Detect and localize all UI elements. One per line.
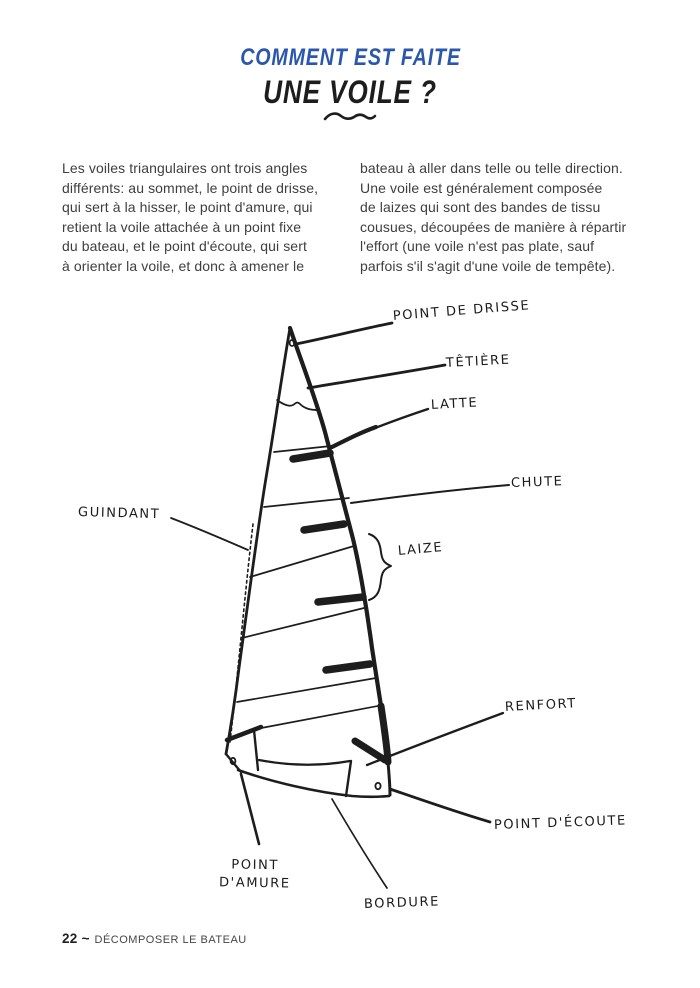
intro-line: cousues, découpées de manière à répartir xyxy=(360,218,627,235)
label-chute: CHUTE xyxy=(510,474,564,491)
head-grommet xyxy=(288,339,296,347)
intro-line: parfois s'il s'agit d'une voile de tempê… xyxy=(360,257,616,274)
sail-luff-edge xyxy=(224,326,292,756)
panel-seam xyxy=(241,607,365,639)
panel-seam xyxy=(273,445,332,453)
batten-bar xyxy=(289,449,334,463)
squiggle-stroke xyxy=(323,112,377,121)
label-point-d-amure-line2: D'AMURE xyxy=(218,874,291,891)
panel-seam xyxy=(263,497,350,508)
tack-grommet xyxy=(229,756,237,766)
batten-bar xyxy=(300,520,348,534)
intro-column-right: bateau à aller dans telle ou telle direc… xyxy=(360,159,626,277)
sail-foot-upper-line xyxy=(257,758,352,766)
headboard-seam xyxy=(276,399,319,411)
leader-point-d-ecoute xyxy=(388,787,492,824)
leader-chute xyxy=(350,484,510,504)
page-title-line1-text: COMMENT EST FAITE xyxy=(239,44,461,71)
title-underline-squiggle-icon xyxy=(323,112,377,121)
intro-line: Les voiles triangulaires ont trois angle… xyxy=(62,160,308,176)
page-title-line2: UNE VOILE ? xyxy=(0,74,700,111)
panel-seam xyxy=(249,545,355,578)
page-title-line2-text: UNE VOILE ? xyxy=(263,74,437,110)
label-point-d-amure-line1: POINT xyxy=(231,857,280,874)
sail-foot-lower-line xyxy=(236,768,391,799)
panel-seam xyxy=(255,704,384,730)
intro-column-left: Les voiles triangulaires ont trois angle… xyxy=(62,159,318,277)
leader-guindant xyxy=(170,517,249,551)
sail-luff-hatching xyxy=(229,523,254,743)
intro-line: retient la voile attachée à un point fix… xyxy=(62,218,302,235)
leader-renfort xyxy=(365,711,505,767)
tack-corner-edge xyxy=(224,752,243,774)
intro-line: de laizes qui sont des bandes de tissu xyxy=(360,199,601,216)
tack-patch-line xyxy=(252,728,260,772)
page-footer: 22 ~ DÉCOMPOSER LE BATEAU xyxy=(62,931,247,946)
leader-tetiere xyxy=(306,363,447,390)
leader-latte-thick xyxy=(329,424,379,450)
leader-point-d-amure xyxy=(239,772,261,846)
intro-line: Une voile est généralement composée xyxy=(360,179,603,196)
clew-grommet xyxy=(374,781,382,791)
laize-brace xyxy=(368,533,392,601)
intro-line: bateau à aller dans telle ou telle direc… xyxy=(360,160,623,176)
clew-patch-line xyxy=(344,759,353,798)
intro-line: l'effort (une voile n'est pas plate, sau… xyxy=(360,238,595,255)
footer-section-title: DÉCOMPOSER LE BATEAU xyxy=(94,934,247,946)
leader-bordure xyxy=(331,798,388,889)
clew-reinforcement-stroke xyxy=(351,737,389,764)
intro-line: qui sert à la hisser, le point d'amure, … xyxy=(62,199,313,216)
leader-point-de-drisse xyxy=(294,321,394,346)
sail-leech-tail xyxy=(386,760,392,797)
label-bordure: BORDURE xyxy=(363,894,441,912)
panel-seam xyxy=(236,677,377,703)
label-point-d-amure: POINT D'AMURE xyxy=(205,856,306,893)
footer-tilde-separator: ~ xyxy=(81,931,90,946)
batten-bar xyxy=(322,660,374,674)
intro-line: du bateau, et le point d'écoute, qui ser… xyxy=(62,238,307,255)
label-guindant: GUINDANT xyxy=(77,505,161,523)
sail-leech-edge xyxy=(287,325,384,709)
page-title-line1: COMMENT EST FAITE xyxy=(0,44,700,72)
page-number: 22 xyxy=(62,931,78,946)
batten-bar xyxy=(314,593,367,606)
intro-line: différents: au sommet, le point de driss… xyxy=(62,179,319,196)
intro-line: à orienter la voile, et donc à amener le xyxy=(62,257,305,274)
label-latte: LATTE xyxy=(430,395,479,413)
sail-leech-lower xyxy=(377,702,392,766)
tack-seam-thick-stroke xyxy=(224,724,264,743)
